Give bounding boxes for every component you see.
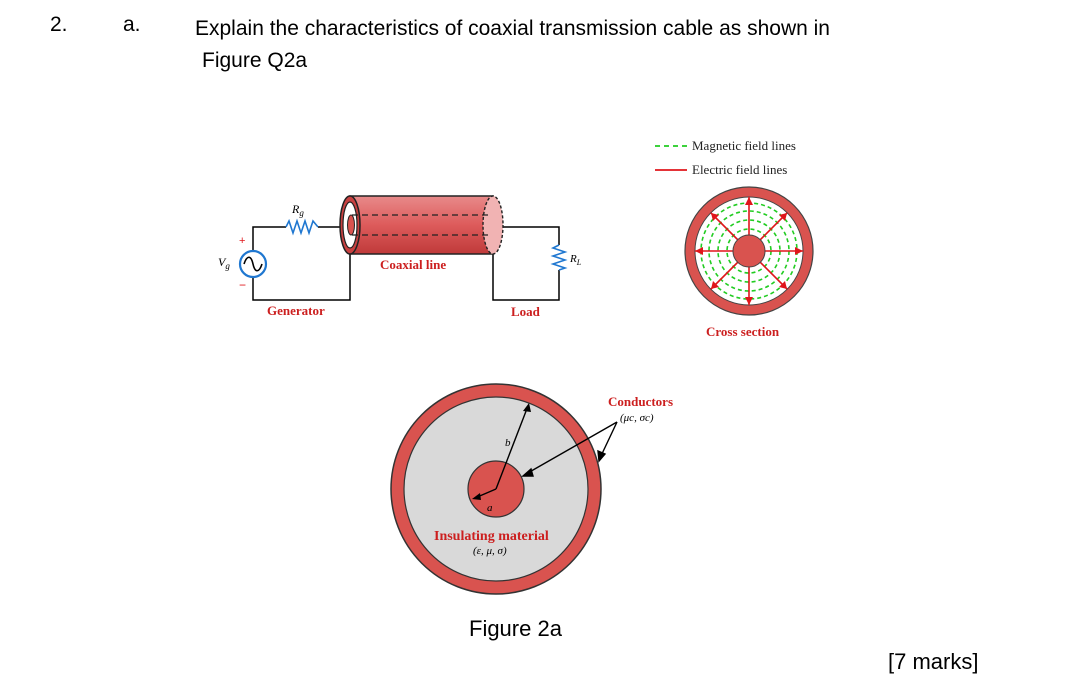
rl-label: RL [569,253,582,267]
rl-resistor [550,244,568,271]
question-part: a. [123,13,141,36]
radius-a-label: a [487,502,493,514]
radius-b-label: b [505,437,511,449]
magnetic-legend-label: Magnetic field lines [692,138,796,153]
insulating-params: (ε, μ, σ) [473,545,507,557]
conductors-label: Conductors [608,394,673,409]
rg-label: Rg [291,202,304,218]
load-top-wire [500,226,560,245]
large-cross-section [390,383,602,595]
coax-label: Coaxial line [380,257,446,272]
small-cross-section [684,186,814,316]
field-legend: Magnetic field lines Electric field line… [655,138,796,177]
question-text-line2: Figure Q2a [202,49,308,72]
ac-sine-icon [243,256,263,272]
generator-label: Generator [267,303,325,318]
load-bottom-wire [492,252,560,301]
question-text-line1: Explain the characteristics of coaxial t… [195,17,830,40]
generator-top-wire [252,226,286,251]
minus-sign: − [239,278,246,292]
rg-resistor [285,218,319,236]
cross-section-label: Cross section [706,324,780,339]
electric-legend-label: Electric field lines [692,162,787,177]
load-label: Load [511,304,541,319]
vg-label: Vg [218,255,230,271]
plus-sign: + [239,235,245,247]
question-number: 2. [50,13,68,36]
figure-caption: Figure 2a [469,616,562,641]
coaxial-line-cylinder [339,195,504,255]
conductor-pointers [521,421,618,477]
question-text: Explain the characteristics of coaxial t… [195,13,955,77]
insulating-label: Insulating material [434,529,549,544]
conductors-params: (μc, σc) [620,412,654,424]
generator-bottom-wire [252,252,351,301]
marks-label: [7 marks] [888,649,979,674]
